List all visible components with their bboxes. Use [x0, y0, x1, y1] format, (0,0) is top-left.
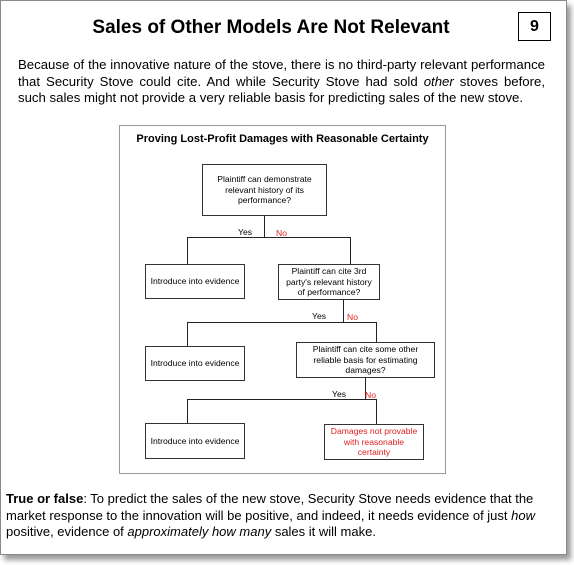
damages-not-provable-box: Damages not provable with reasonable cer…	[324, 424, 424, 460]
connector	[187, 399, 377, 400]
flowchart: Proving Lost-Profit Damages with Reasona…	[119, 125, 446, 474]
question-text-2: positive, evidence of	[6, 524, 128, 539]
question-other-basis-box: Plaintiff can cite some other reliable b…	[296, 342, 435, 378]
connector	[350, 237, 351, 264]
introduce-evidence-box-3: Introduce into evidence	[145, 423, 245, 459]
connector	[187, 237, 188, 264]
question-text-3: sales it will make.	[271, 524, 376, 539]
question-text-1: : To predict the sales of the new stove,…	[6, 491, 534, 523]
connector	[376, 322, 377, 346]
introduce-evidence-box-2: Introduce into evidence	[145, 346, 245, 381]
question-emphasis-2: approximately how many	[127, 524, 272, 539]
true-false-question: True or false: To predict the sales of t…	[6, 491, 546, 541]
slide-title: Sales of Other Models Are Not Relevant	[92, 17, 450, 38]
no-label: No	[347, 312, 358, 322]
no-label: No	[365, 390, 376, 400]
connector	[376, 399, 377, 424]
question-third-party-box: Plaintiff can cite 3rd party's relevant …	[278, 264, 380, 300]
connector	[187, 322, 188, 346]
question-lead: True or false	[6, 491, 84, 506]
flowchart-title: Proving Lost-Profit Damages with Reasona…	[136, 133, 429, 145]
slide: Sales of Other Models Are Not Relevant 9…	[0, 0, 567, 555]
yes-label: Yes	[238, 227, 253, 237]
connector	[187, 322, 377, 323]
introduce-evidence-box-1: Introduce into evidence	[145, 264, 245, 299]
connector	[264, 216, 265, 237]
intro-emphasis: other	[423, 73, 454, 89]
question-own-history-box: Plaintiff can demonstrate relevant histo…	[202, 164, 327, 216]
connector	[365, 378, 366, 399]
connector	[187, 237, 351, 238]
yes-label: Yes	[332, 389, 347, 399]
intro-text-1: Because of the innovative nature of the …	[18, 57, 545, 89]
connector	[187, 399, 188, 423]
no-label: No	[276, 228, 287, 238]
intro-text-2: stoves before, such sales might not prov…	[18, 73, 546, 106]
page-number: 9	[518, 12, 551, 41]
yes-label: Yes	[312, 311, 327, 321]
question-emphasis-1: how	[511, 507, 535, 523]
connector	[343, 300, 344, 322]
intro-paragraph: Because of the innovative nature of the …	[18, 57, 545, 107]
